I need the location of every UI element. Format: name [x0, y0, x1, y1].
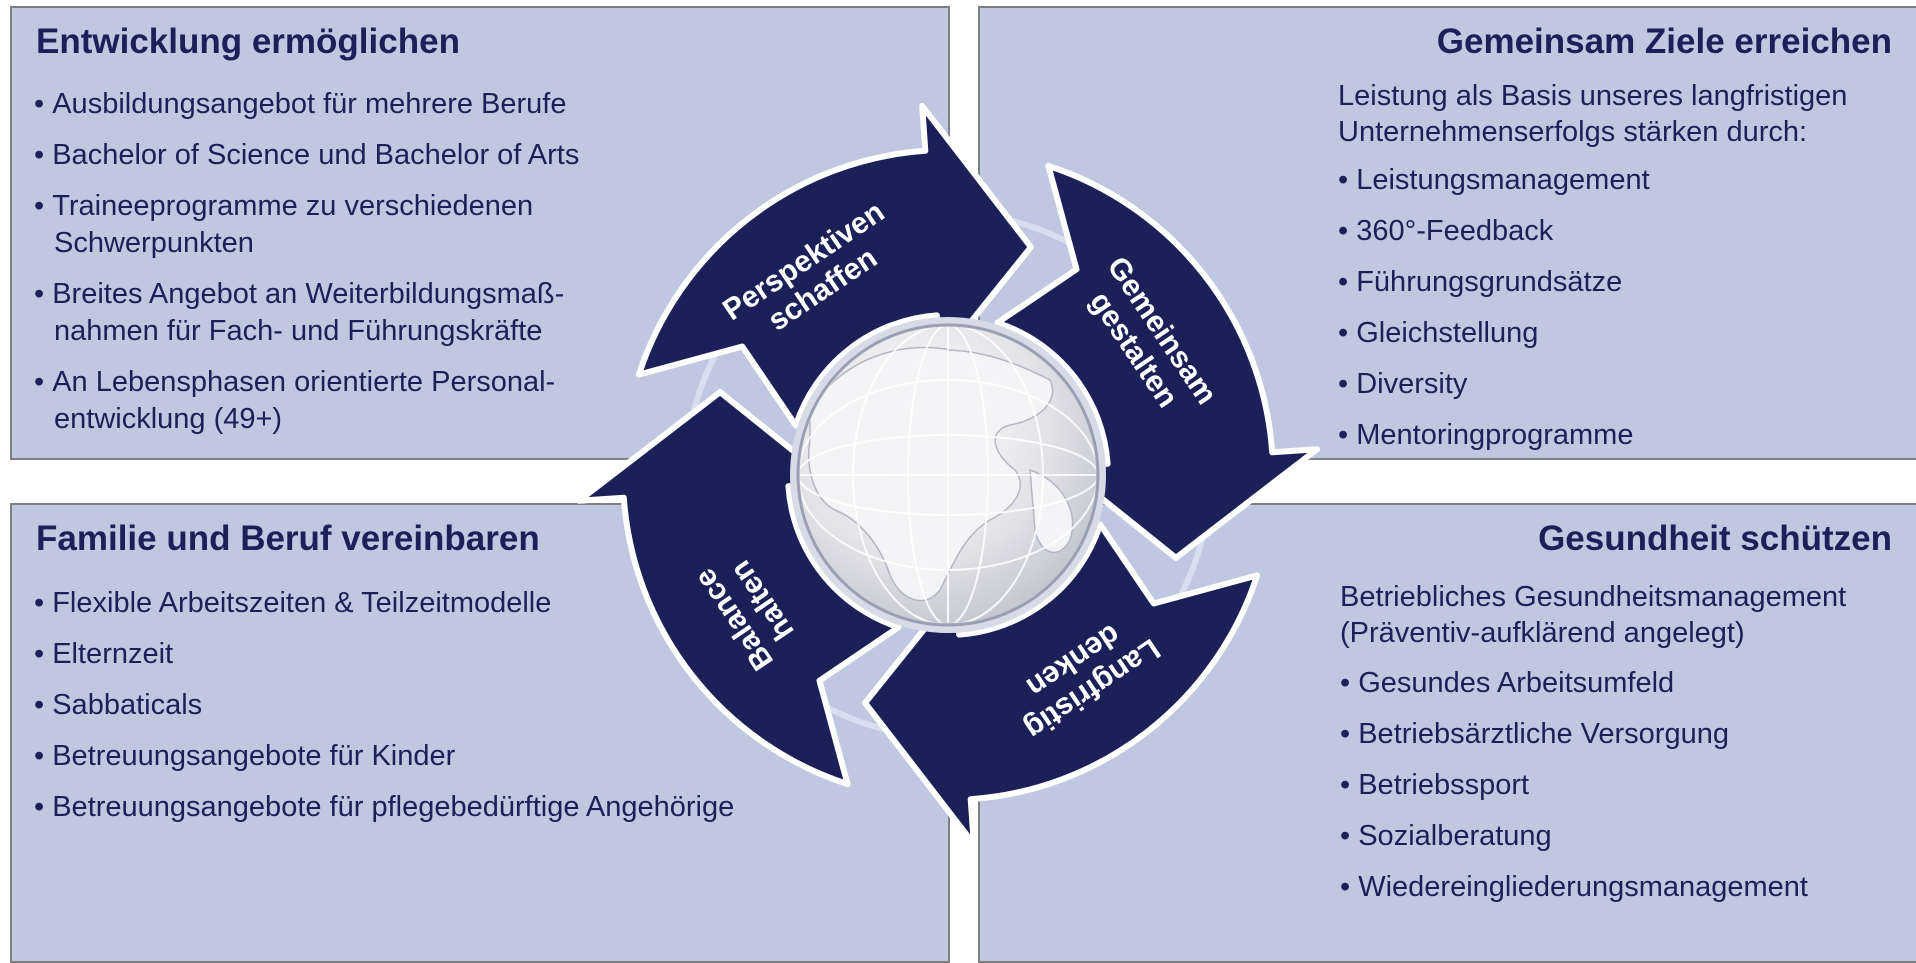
list-item: Traineeprogramme zu verschiedenen Schwer…: [34, 188, 654, 262]
list-item: Sabbaticals: [34, 687, 934, 724]
panel-intro: Leistung als Basis unseres langfristigen…: [1338, 80, 1848, 148]
bullet-list: Leistungsmanagement 360°-Feedback Führun…: [1338, 162, 1898, 468]
list-item: Betreuungsangebote für Kinder: [34, 738, 934, 775]
list-item: Gesundes Arbeitsumfeld: [1340, 665, 1910, 702]
list-item: Elternzeit: [34, 636, 934, 673]
list-item: Mentoringprogramme: [1338, 417, 1898, 454]
bullet-list: Flexible Arbeitszeiten & Teilzeitmodelle…: [34, 585, 934, 840]
list-item: Wiedereingliederungsmanagement: [1340, 869, 1910, 906]
list-item: Betreuungsangebote für pflegebedürftige …: [34, 789, 934, 826]
list-item: Leistungsmanagement: [1338, 162, 1898, 199]
list-item: Führungsgrundsätze: [1338, 264, 1898, 301]
list-item: Betriebssport: [1340, 767, 1910, 804]
panel-title: Gemeinsam Ziele erreichen: [1436, 22, 1892, 61]
bullet-list: Gesundes Arbeitsumfeld Betriebsärztliche…: [1340, 665, 1910, 920]
panel-intro: Betriebliches Gesundheitsmanagement (Prä…: [1340, 581, 1847, 649]
list-item: Diversity: [1338, 366, 1898, 403]
list-item: An Lebensphasen orientierte Personal-ent…: [34, 364, 654, 438]
bullet-list: Ausbildungsangebot für mehrere Berufe Ba…: [34, 86, 654, 452]
list-item: Flexible Arbeitszeiten & Teilzeitmodelle: [34, 585, 934, 622]
list-item: 360°-Feedback: [1338, 213, 1898, 250]
list-item: Gleichstellung: [1338, 315, 1898, 352]
list-item: Betriebsärztliche Versorgung: [1340, 716, 1910, 753]
list-item: Breites Angebot an Weiterbildungsmaß-nah…: [34, 276, 654, 350]
panel-title: Familie und Beruf vereinbaren: [36, 519, 540, 558]
list-item: Sozialberatung: [1340, 818, 1910, 855]
list-item: Bachelor of Science und Bachelor of Arts: [34, 137, 654, 174]
panel-title: Gesundheit schützen: [1538, 519, 1892, 558]
list-item: Ausbildungsangebot für mehrere Berufe: [34, 86, 654, 123]
panel-title: Entwicklung ermöglichen: [36, 22, 460, 61]
